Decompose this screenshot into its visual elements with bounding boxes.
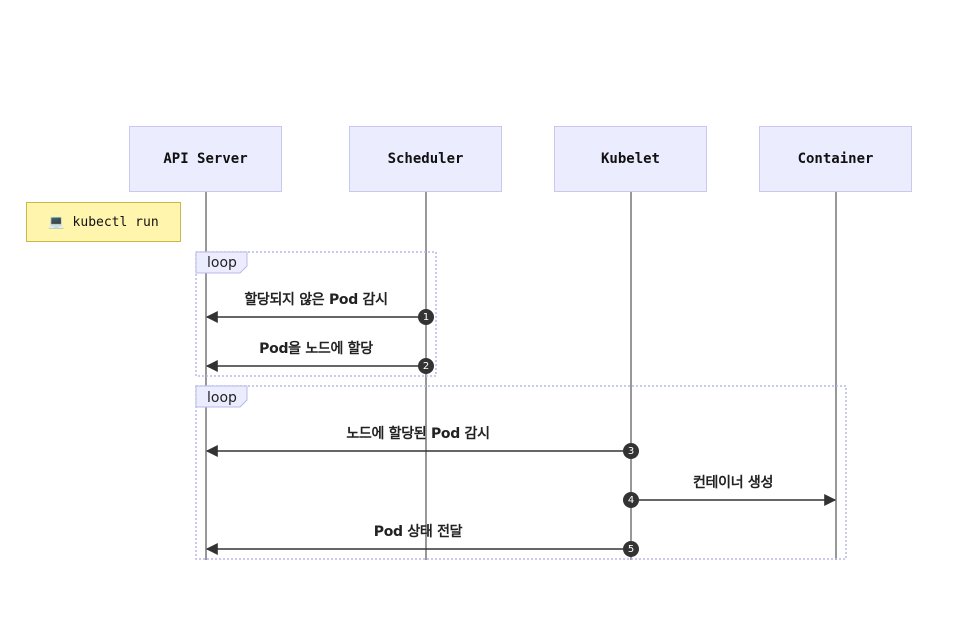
note-kubectl-run: 💻 kubectl run	[26, 202, 181, 242]
sequence-badge-1: 1	[418, 309, 434, 325]
sequence-badge-5: 5	[623, 541, 639, 557]
laptop-icon: 💻	[48, 214, 65, 230]
message-label-2: Pod을 노드에 할당	[259, 341, 373, 357]
participant-api-server: API Server	[129, 126, 282, 192]
loop-frame-2	[195, 385, 847, 560]
loop-label-1: loop	[207, 255, 237, 271]
loop-frame-1	[195, 251, 437, 377]
sequence-badge-3: 3	[623, 443, 639, 459]
participant-kubelet: Kubelet	[554, 126, 707, 192]
note-text: kubectl run	[72, 214, 159, 230]
message-label-4: 컨테이너 생성	[692, 475, 774, 491]
message-label-1: 할당되지 않은 Pod 감시	[244, 292, 388, 308]
message-label-5: Pod 상태 전달	[373, 524, 463, 540]
message-label-3: 노드에 할당된 Pod 감시	[346, 426, 490, 442]
loop-label-2: loop	[207, 390, 237, 406]
participant-scheduler: Scheduler	[349, 126, 502, 192]
sequence-badge-4: 4	[623, 492, 639, 508]
loop-tab-2	[195, 385, 248, 408]
participant-container: Container	[759, 126, 912, 192]
sequence-badge-2: 2	[418, 358, 434, 374]
loop-tab-1	[195, 251, 248, 274]
